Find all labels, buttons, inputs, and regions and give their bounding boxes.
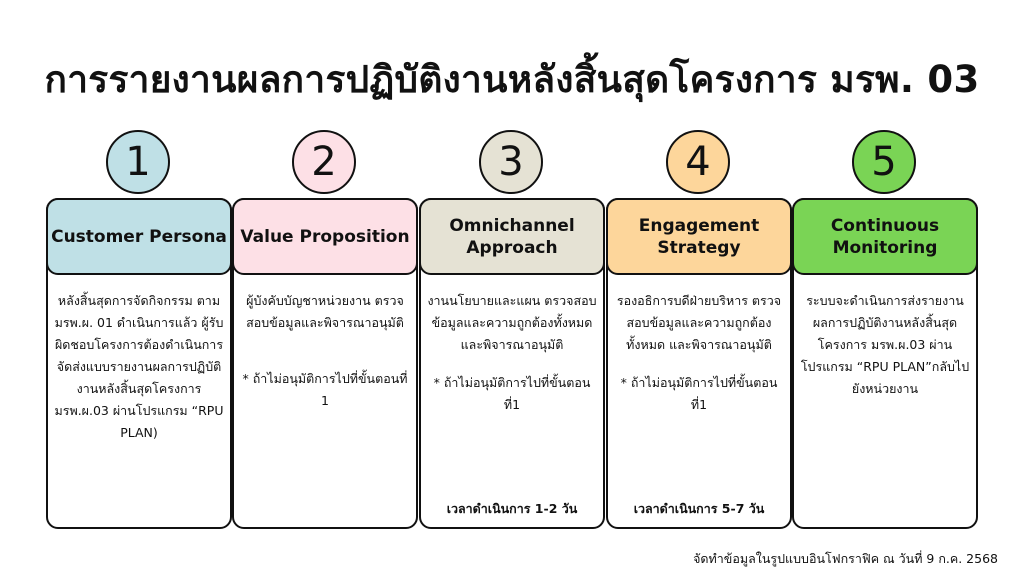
step-heading: Omnichannel Approach	[419, 198, 605, 275]
step-body-text: ผู้บังคับบัญชาหน่วยงาน ตรวจสอบข้อมูลและพ…	[246, 293, 404, 330]
step-number-circle: 1	[106, 130, 170, 194]
step-duration: เวลาดำเนินการ 1-2 วัน	[446, 501, 578, 516]
step-number-circle: 2	[292, 130, 356, 194]
step-heading: Value Proposition	[232, 198, 418, 275]
step-description: ระบบจะดำเนินการส่งรายงานผลการปฏิบัติงานห…	[800, 290, 970, 414]
step-heading: Engagement Strategy	[606, 198, 792, 275]
step-number-circle: 4	[666, 130, 730, 194]
step-note: * ถ้าไม่อนุมัติการไปที่ขั้นตอนที่1	[620, 375, 778, 412]
step-body-text: ระบบจะดำเนินการส่งรายงานผลการปฏิบัติงานห…	[800, 293, 970, 396]
step-description: หลังสิ้นสุดการจัดกิจกรรม ตาม มรพ.ผ. 01 ด…	[54, 290, 224, 458]
step-description: ผู้บังคับบัญชาหน่วยงาน ตรวจสอบข้อมูลและพ…	[240, 290, 410, 412]
step-note: * ถ้าไม่อนุมัติการไปที่ขั้นตอนที่1	[433, 375, 591, 412]
step-number-circle: 5	[852, 130, 916, 194]
page-title: การรายงานผลการปฏิบัติงานหลังสิ้นสุดโครงก…	[44, 58, 980, 101]
step-number-circle: 3	[479, 130, 543, 194]
step-body-text: หลังสิ้นสุดการจัดกิจกรรม ตาม มรพ.ผ. 01 ด…	[54, 293, 224, 440]
step-description: รองอธิการบดีฝ่ายบริหาร ตรวจสอบข้อมูลและค…	[614, 290, 784, 416]
step-heading: Customer Persona	[46, 198, 232, 275]
step-description: งานนโยบายและแผน ตรวจสอบข้อมูลและความถูกต…	[427, 290, 597, 416]
step-duration: เวลาดำเนินการ 5-7 วัน	[633, 501, 765, 516]
step-body-text: รองอธิการบดีฝ่ายบริหาร ตรวจสอบข้อมูลและค…	[616, 293, 782, 352]
step-note: * ถ้าไม่อนุมัติการไปที่ขั้นตอนที่ 1	[242, 371, 408, 408]
footer-note: จัดทำข้อมูลในรูปแบบอินโฟกราฟิค ณ วันที่ …	[693, 551, 998, 566]
step-body-text: งานนโยบายและแผน ตรวจสอบข้อมูลและความถูกต…	[427, 293, 597, 352]
step-heading: Continuous Monitoring	[792, 198, 978, 275]
